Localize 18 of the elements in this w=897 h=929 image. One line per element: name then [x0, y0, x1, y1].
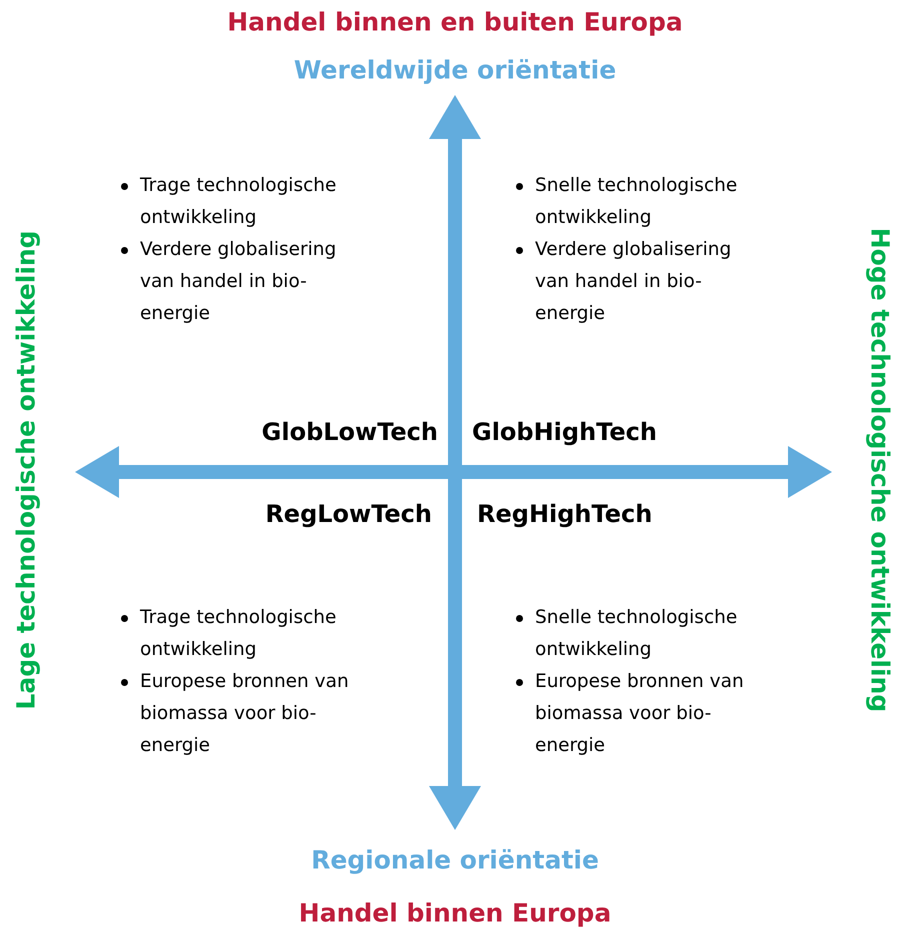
bullet-item: Trage technologische ontwikkeling [118, 170, 372, 234]
axis-label: Wereldwijde oriëntatie [294, 56, 616, 84]
axis-label: Hoge technologische ontwikkeling [866, 228, 894, 712]
bullet-item: Europese bronnen van biomassa voor bio-energie [513, 666, 767, 762]
bullet-item: Snelle technologische ontwikkeling [513, 170, 767, 234]
scenario-name: GlobLowTech [262, 418, 438, 446]
axis-label: Regionale oriëntatie [311, 846, 599, 874]
scenario-name: RegLowTech [265, 500, 432, 528]
bullet-item: Verdere globalisering van handel in bio-energie [118, 234, 372, 330]
bullet-item: Europese bronnen van biomassa voor bio-energie [118, 666, 372, 762]
heading: Handel binnen en buiten Europa [227, 8, 683, 36]
scenario-name: GlobHighTech [472, 418, 657, 446]
bullet-item: Trage technologische ontwikkeling [118, 602, 372, 666]
axis-label: Lage technologische ontwikkeling [12, 230, 40, 710]
bullet-item: Snelle technologische ontwikkeling [513, 602, 767, 666]
bullet-item: Verdere globalisering van handel in bio-energie [513, 234, 767, 330]
scenario-name: RegHighTech [477, 500, 652, 528]
heading: Handel binnen Europa [298, 898, 612, 928]
